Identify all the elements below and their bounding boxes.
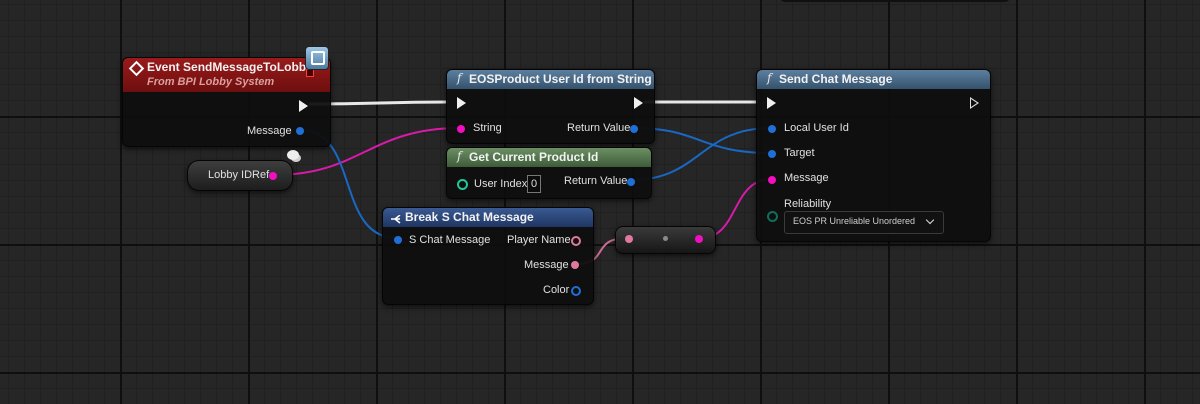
user-index-in-pin[interactable] bbox=[457, 179, 468, 190]
product-node-header: f Get Current Product Id bbox=[447, 148, 651, 167]
lobby-id-ref-label: Lobby IDRef bbox=[208, 169, 270, 181]
message-in-pin[interactable] bbox=[768, 176, 776, 184]
event-message-label: Message bbox=[247, 125, 292, 137]
interface-message-icon bbox=[305, 46, 329, 70]
event-message-pin[interactable] bbox=[296, 127, 304, 135]
object-wire-product-to-localuser bbox=[630, 127, 772, 181]
event-node-header: Event SendMessageToLobby From BPI Lobby … bbox=[123, 58, 330, 92]
send-chat-exec-out-pin-hollow bbox=[971, 99, 977, 107]
product-node-title: Get Current Product Id bbox=[469, 150, 599, 164]
conversion-dot-icon bbox=[663, 236, 668, 241]
target-in-pin[interactable] bbox=[768, 150, 776, 158]
offscreen-node-edge bbox=[780, 0, 1010, 2]
s-chat-message-label: S Chat Message bbox=[409, 234, 491, 246]
target-label: Target bbox=[784, 147, 815, 159]
eos-string-label: String bbox=[473, 122, 502, 134]
function-icon: f bbox=[767, 71, 772, 85]
product-return-value-pin[interactable] bbox=[627, 178, 635, 186]
reliability-label: Reliability bbox=[784, 198, 832, 210]
event-node-subtitle: From BPI Lobby System bbox=[147, 76, 275, 88]
reliability-in-pin[interactable] bbox=[767, 211, 778, 222]
send-chat-exec-in-pin[interactable] bbox=[767, 97, 776, 109]
reliability-selected-value: EOS PR Unreliable Unordered bbox=[793, 216, 916, 226]
eos-node-title: EOSProduct User Id from String bbox=[469, 72, 652, 86]
break-node-title: Break S Chat Message bbox=[405, 210, 534, 224]
local-user-id-label: Local User Id bbox=[784, 122, 849, 134]
string-wire-lobby-to-string bbox=[273, 127, 461, 176]
lobby-id-ref-variable-node[interactable]: Lobby IDRef bbox=[187, 160, 293, 191]
player-name-label: Player Name bbox=[507, 234, 571, 246]
eos-return-value-label: Return Value bbox=[567, 122, 631, 134]
eos-node-header: f EOSProduct User Id from String bbox=[447, 70, 654, 89]
reliability-dropdown[interactable]: EOS PR Unreliable Unordered bbox=[784, 211, 944, 234]
send-chat-node-title: Send Chat Message bbox=[779, 72, 893, 86]
function-icon: f bbox=[457, 71, 462, 85]
player-name-out-pin[interactable] bbox=[571, 236, 581, 246]
text-to-string-conversion-node[interactable] bbox=[615, 226, 716, 254]
eos-exec-in-pin[interactable] bbox=[457, 97, 466, 109]
break-message-out-pin[interactable] bbox=[571, 261, 579, 269]
s-chat-message-in-pin[interactable] bbox=[394, 236, 402, 244]
break-struct-icon bbox=[391, 213, 401, 224]
eos-return-value-pin[interactable] bbox=[630, 125, 638, 133]
event-node-title: Event SendMessageToLobby bbox=[147, 60, 313, 74]
conversion-in-pin[interactable] bbox=[625, 235, 633, 243]
eos-product-user-id-from-string-node[interactable]: f EOSProduct User Id from String String … bbox=[446, 69, 655, 144]
function-icon: f bbox=[457, 149, 462, 163]
local-user-id-in-pin[interactable] bbox=[768, 125, 776, 133]
break-node-header: Break S Chat Message bbox=[383, 208, 593, 227]
message-label: Message bbox=[784, 172, 829, 184]
reroute-knot-icon bbox=[287, 150, 299, 160]
color-out-pin[interactable] bbox=[571, 286, 581, 296]
event-node-send-message-to-lobby[interactable]: Event SendMessageToLobby From BPI Lobby … bbox=[122, 57, 331, 147]
event-exec-out-pin[interactable] bbox=[299, 100, 308, 112]
delegate-pin-icon[interactable] bbox=[306, 69, 314, 77]
product-return-value-label: Return Value bbox=[564, 175, 628, 187]
chevron-down-icon bbox=[925, 215, 935, 225]
conversion-out-pin[interactable] bbox=[695, 235, 703, 243]
break-s-chat-message-node[interactable]: Break S Chat Message S Chat Message Play… bbox=[382, 207, 594, 305]
eos-exec-out-pin[interactable] bbox=[634, 97, 643, 109]
eos-string-in-pin[interactable] bbox=[457, 125, 465, 133]
color-label: Color bbox=[543, 284, 570, 296]
break-message-label: Message bbox=[524, 259, 569, 271]
send-chat-message-node[interactable]: f Send Chat Message Local User Id Target… bbox=[756, 69, 991, 242]
lobby-id-ref-out-pin[interactable] bbox=[269, 172, 277, 180]
send-chat-node-header: f Send Chat Message bbox=[757, 70, 990, 89]
user-index-label: User Index bbox=[474, 178, 528, 190]
user-index-input[interactable]: 0 bbox=[527, 175, 541, 193]
event-diamond-icon bbox=[128, 60, 145, 77]
get-current-product-id-node[interactable]: f Get Current Product Id User Index 0 Re… bbox=[446, 147, 652, 199]
